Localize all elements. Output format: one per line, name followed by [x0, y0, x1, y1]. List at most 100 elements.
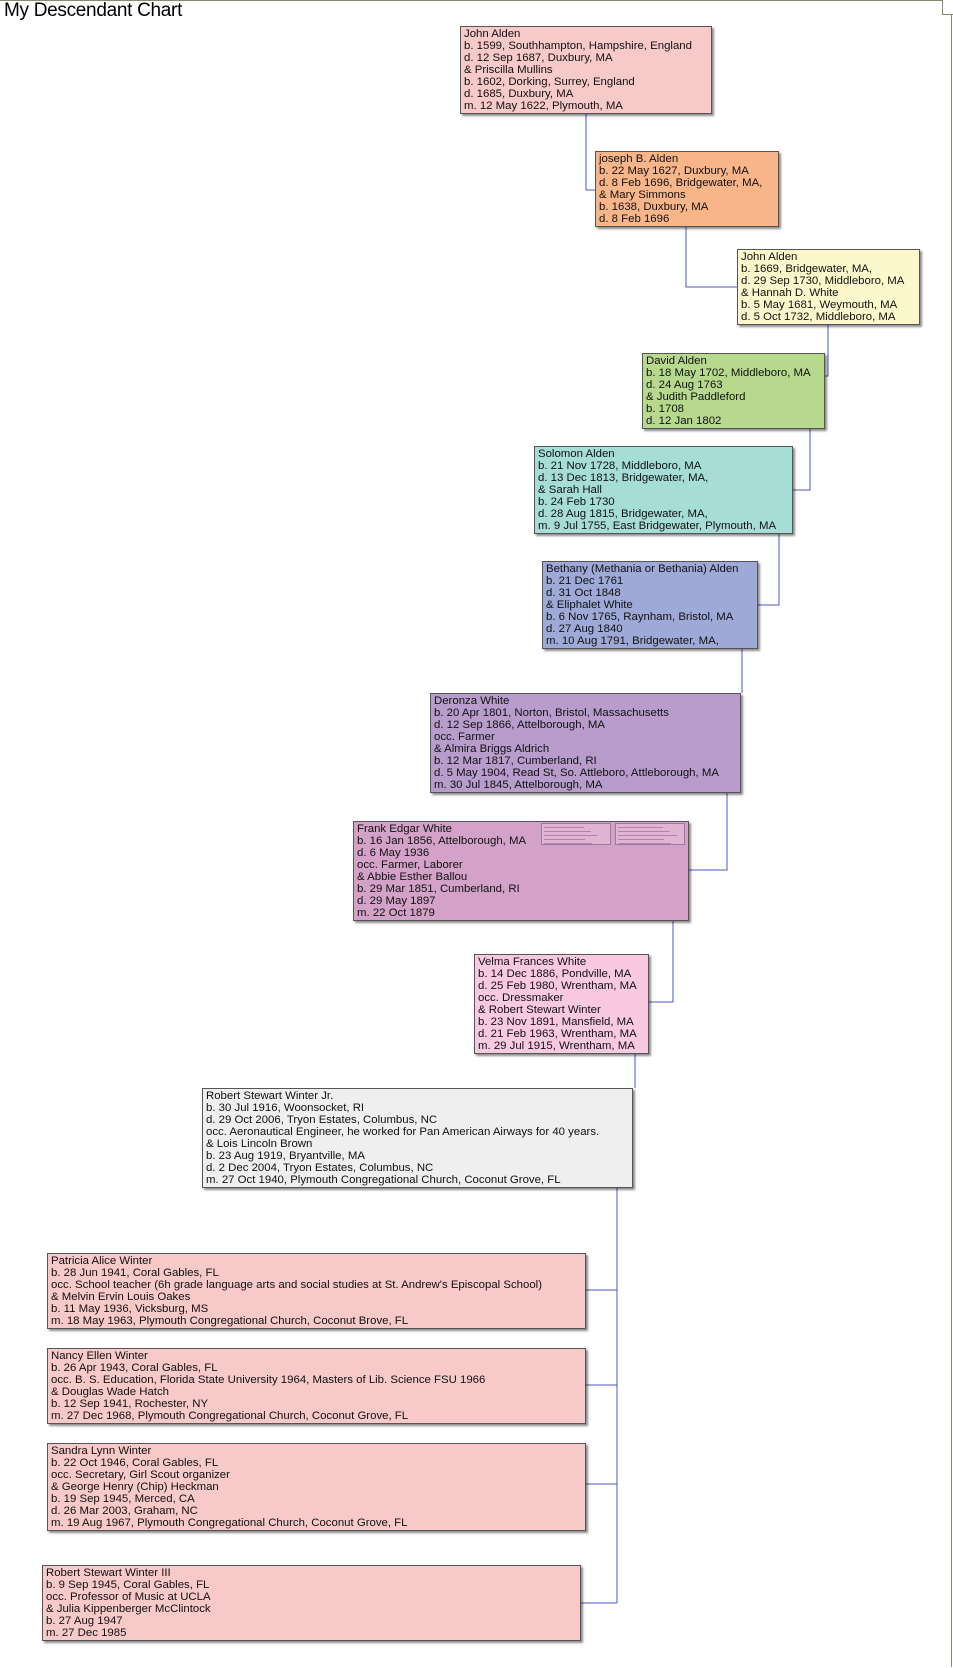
- person-detail-line: & Eliphalet White: [546, 599, 633, 611]
- person-name: Deronza White: [434, 695, 510, 707]
- person-detail-line: d. 29 Oct 2006, Tryon Estates, Columbus,…: [206, 1114, 438, 1126]
- person-detail-line: & Robert Stewart Winter: [478, 1004, 601, 1016]
- connector-line: [685, 227, 737, 288]
- person-detail-line: & Mary Simmons: [599, 189, 686, 201]
- person-name: Patricia Alice Winter: [51, 1255, 153, 1267]
- thumbnail-card: [615, 823, 685, 845]
- person-detail-line: d. 5 May 1904, Read St, So. Attleboro, A…: [434, 767, 719, 779]
- person-detail-line: m. 27 Dec 1985: [46, 1627, 127, 1639]
- person-detail-line: m. 12 May 1622, Plymouth, MA: [464, 100, 623, 112]
- person-name: Robert Stewart Winter Jr.: [206, 1090, 334, 1102]
- thumbnail-line: [618, 839, 664, 840]
- person-detail-line: b. 23 Nov 1891, Mansfield, MA: [478, 1016, 634, 1028]
- connector-line: [793, 429, 811, 491]
- person-detail-line: b. 29 Mar 1851, Cumberland, RI: [357, 883, 520, 895]
- person-detail-line: m. 22 Oct 1879: [357, 907, 435, 919]
- person-detail-line: occ. Farmer, Laborer: [357, 859, 463, 871]
- connector-line: [758, 534, 780, 606]
- person-detail-line: b. 19 Sep 1945, Merced, CA: [51, 1493, 195, 1505]
- person-detail-line: d. 24 Aug 1763: [646, 379, 723, 391]
- person-detail-line: & Judith Paddleford: [646, 391, 746, 403]
- person-detail-line: b. 1602, Dorking, Surrey, England: [464, 76, 635, 88]
- person-detail-line: & Hannah D. White: [741, 287, 839, 299]
- person-detail-line: b. 12 Mar 1817, Cumberland, RI: [434, 755, 597, 767]
- person-name: Bethany (Methania or Bethania) Alden: [546, 563, 739, 575]
- person-detail-line: d. 26 Mar 2003, Graham, NC: [51, 1505, 198, 1517]
- person-detail-line: b. 24 Feb 1730: [538, 496, 615, 508]
- person-detail-line: b. 21 Nov 1728, Middleboro, MA: [538, 460, 702, 472]
- thumbnail-line: [544, 831, 591, 832]
- person-detail-line: b. 1708: [646, 403, 685, 415]
- thumbnail-line: [544, 839, 585, 840]
- person-detail-line: d. 1685, Duxbury, MA: [464, 88, 574, 100]
- person-detail-line: m. 30 Jul 1845, Attelborough, MA: [434, 779, 603, 791]
- person-detail-line: & Julia Kippenberger McClintock: [46, 1603, 211, 1615]
- person-detail-line: d. 12 Jan 1802: [646, 415, 722, 427]
- person-detail-line: d. 29 May 1897: [357, 895, 436, 907]
- person-detail-line: d. 2 Dec 2004, Tryon Estates, Columbus, …: [206, 1162, 434, 1174]
- person-detail-line: m. 18 May 1963, Plymouth Congregational …: [51, 1315, 409, 1327]
- person-detail-line: m. 9 Jul 1755, East Bridgewater, Plymout…: [538, 520, 777, 532]
- person-detail-line: m. 19 Aug 1967, Plymouth Congregational …: [51, 1517, 408, 1529]
- person-detail-line: d. 8 Feb 1696: [599, 213, 670, 225]
- person-detail-line: b. 30 Jul 1916, Woonsocket, RI: [206, 1102, 365, 1114]
- person-detail-line: b. 26 Apr 1943, Coral Gables, FL: [51, 1362, 218, 1374]
- person-detail-line: & Abbie Esther Ballou: [357, 871, 468, 883]
- person-detail-line: b. 21 Dec 1761: [546, 575, 624, 587]
- thumbnail-line: [544, 827, 584, 828]
- thumbnail-line: [618, 835, 677, 836]
- person-detail-line: occ. Secretary, Girl Scout organizer: [51, 1469, 230, 1481]
- connector-line: [649, 921, 674, 1003]
- person-detail-line: b. 28 Jun 1941, Coral Gables, FL: [51, 1267, 219, 1279]
- person-detail-line: b. 6 Nov 1765, Raynham, Bristol, MA: [546, 611, 734, 623]
- connector-line: [689, 793, 728, 871]
- person-detail-line: d. 29 Sep 1730, Middleboro, MA: [741, 275, 905, 287]
- person-detail-line: b. 14 Dec 1886, Pondville, MA: [478, 968, 632, 980]
- thumbnail-line: [544, 843, 592, 844]
- person-detail-line: occ. Professor of Music at UCLA: [46, 1591, 211, 1603]
- person-detail-line: b. 1669, Bridgewater, MA,: [741, 263, 873, 275]
- person-detail-line: & Priscilla Mullins: [464, 64, 553, 76]
- person-name: John Alden: [464, 28, 521, 40]
- person-detail-line: b. 12 Sep 1941, Rochester, NY: [51, 1398, 209, 1410]
- person-detail-line: b. 18 May 1702, Middleboro, MA: [646, 367, 811, 379]
- person-detail-line: m. 27 Dec 1968, Plymouth Congregational …: [51, 1410, 409, 1422]
- person-detail-line: m. 29 Jul 1915, Wrentham, MA: [478, 1040, 635, 1052]
- person-detail-line: b. 11 May 1936, Vicksburg, MS: [51, 1303, 209, 1315]
- person-detail-line: b. 27 Aug 1947: [46, 1615, 123, 1627]
- person-detail-line: & Lois Lincoln Brown: [206, 1138, 313, 1150]
- person-name: Frank Edgar White: [357, 823, 452, 835]
- person-detail-line: b. 16 Jan 1856, Attelborough, MA: [357, 835, 527, 847]
- person-detail-line: d. 6 May 1936: [357, 847, 430, 859]
- person-name: Velma Frances White: [478, 956, 587, 968]
- chart-title: My Descendant Chart: [4, 0, 183, 21]
- thumbnail-line: [618, 843, 671, 844]
- thumbnail-line: [618, 827, 663, 828]
- person-detail-line: & Sarah Hall: [538, 484, 602, 496]
- person-detail-line: d. 21 Feb 1963, Wrentham, MA: [478, 1028, 637, 1040]
- person-detail-line: occ. B. S. Education, Florida State Univ…: [51, 1374, 486, 1386]
- person-detail-line: b. 22 Oct 1946, Coral Gables, FL: [51, 1457, 219, 1469]
- person-detail-line: & George Henry (Chip) Heckman: [51, 1481, 219, 1493]
- person-detail-line: & Melvin Ervin Louis Oakes: [51, 1291, 191, 1303]
- person-name: Solomon Alden: [538, 448, 615, 460]
- person-detail-line: d. 8 Feb 1696, Bridgewater, MA,: [599, 177, 763, 189]
- person-detail-line: d. 31 Oct 1848: [546, 587, 621, 599]
- person-name: David Alden: [646, 355, 707, 367]
- person-box-robert-stewart-winter-jr[interactable]: Robert Stewart Winter Jr.b. 30 Jul 1916,…: [202, 1088, 633, 1188]
